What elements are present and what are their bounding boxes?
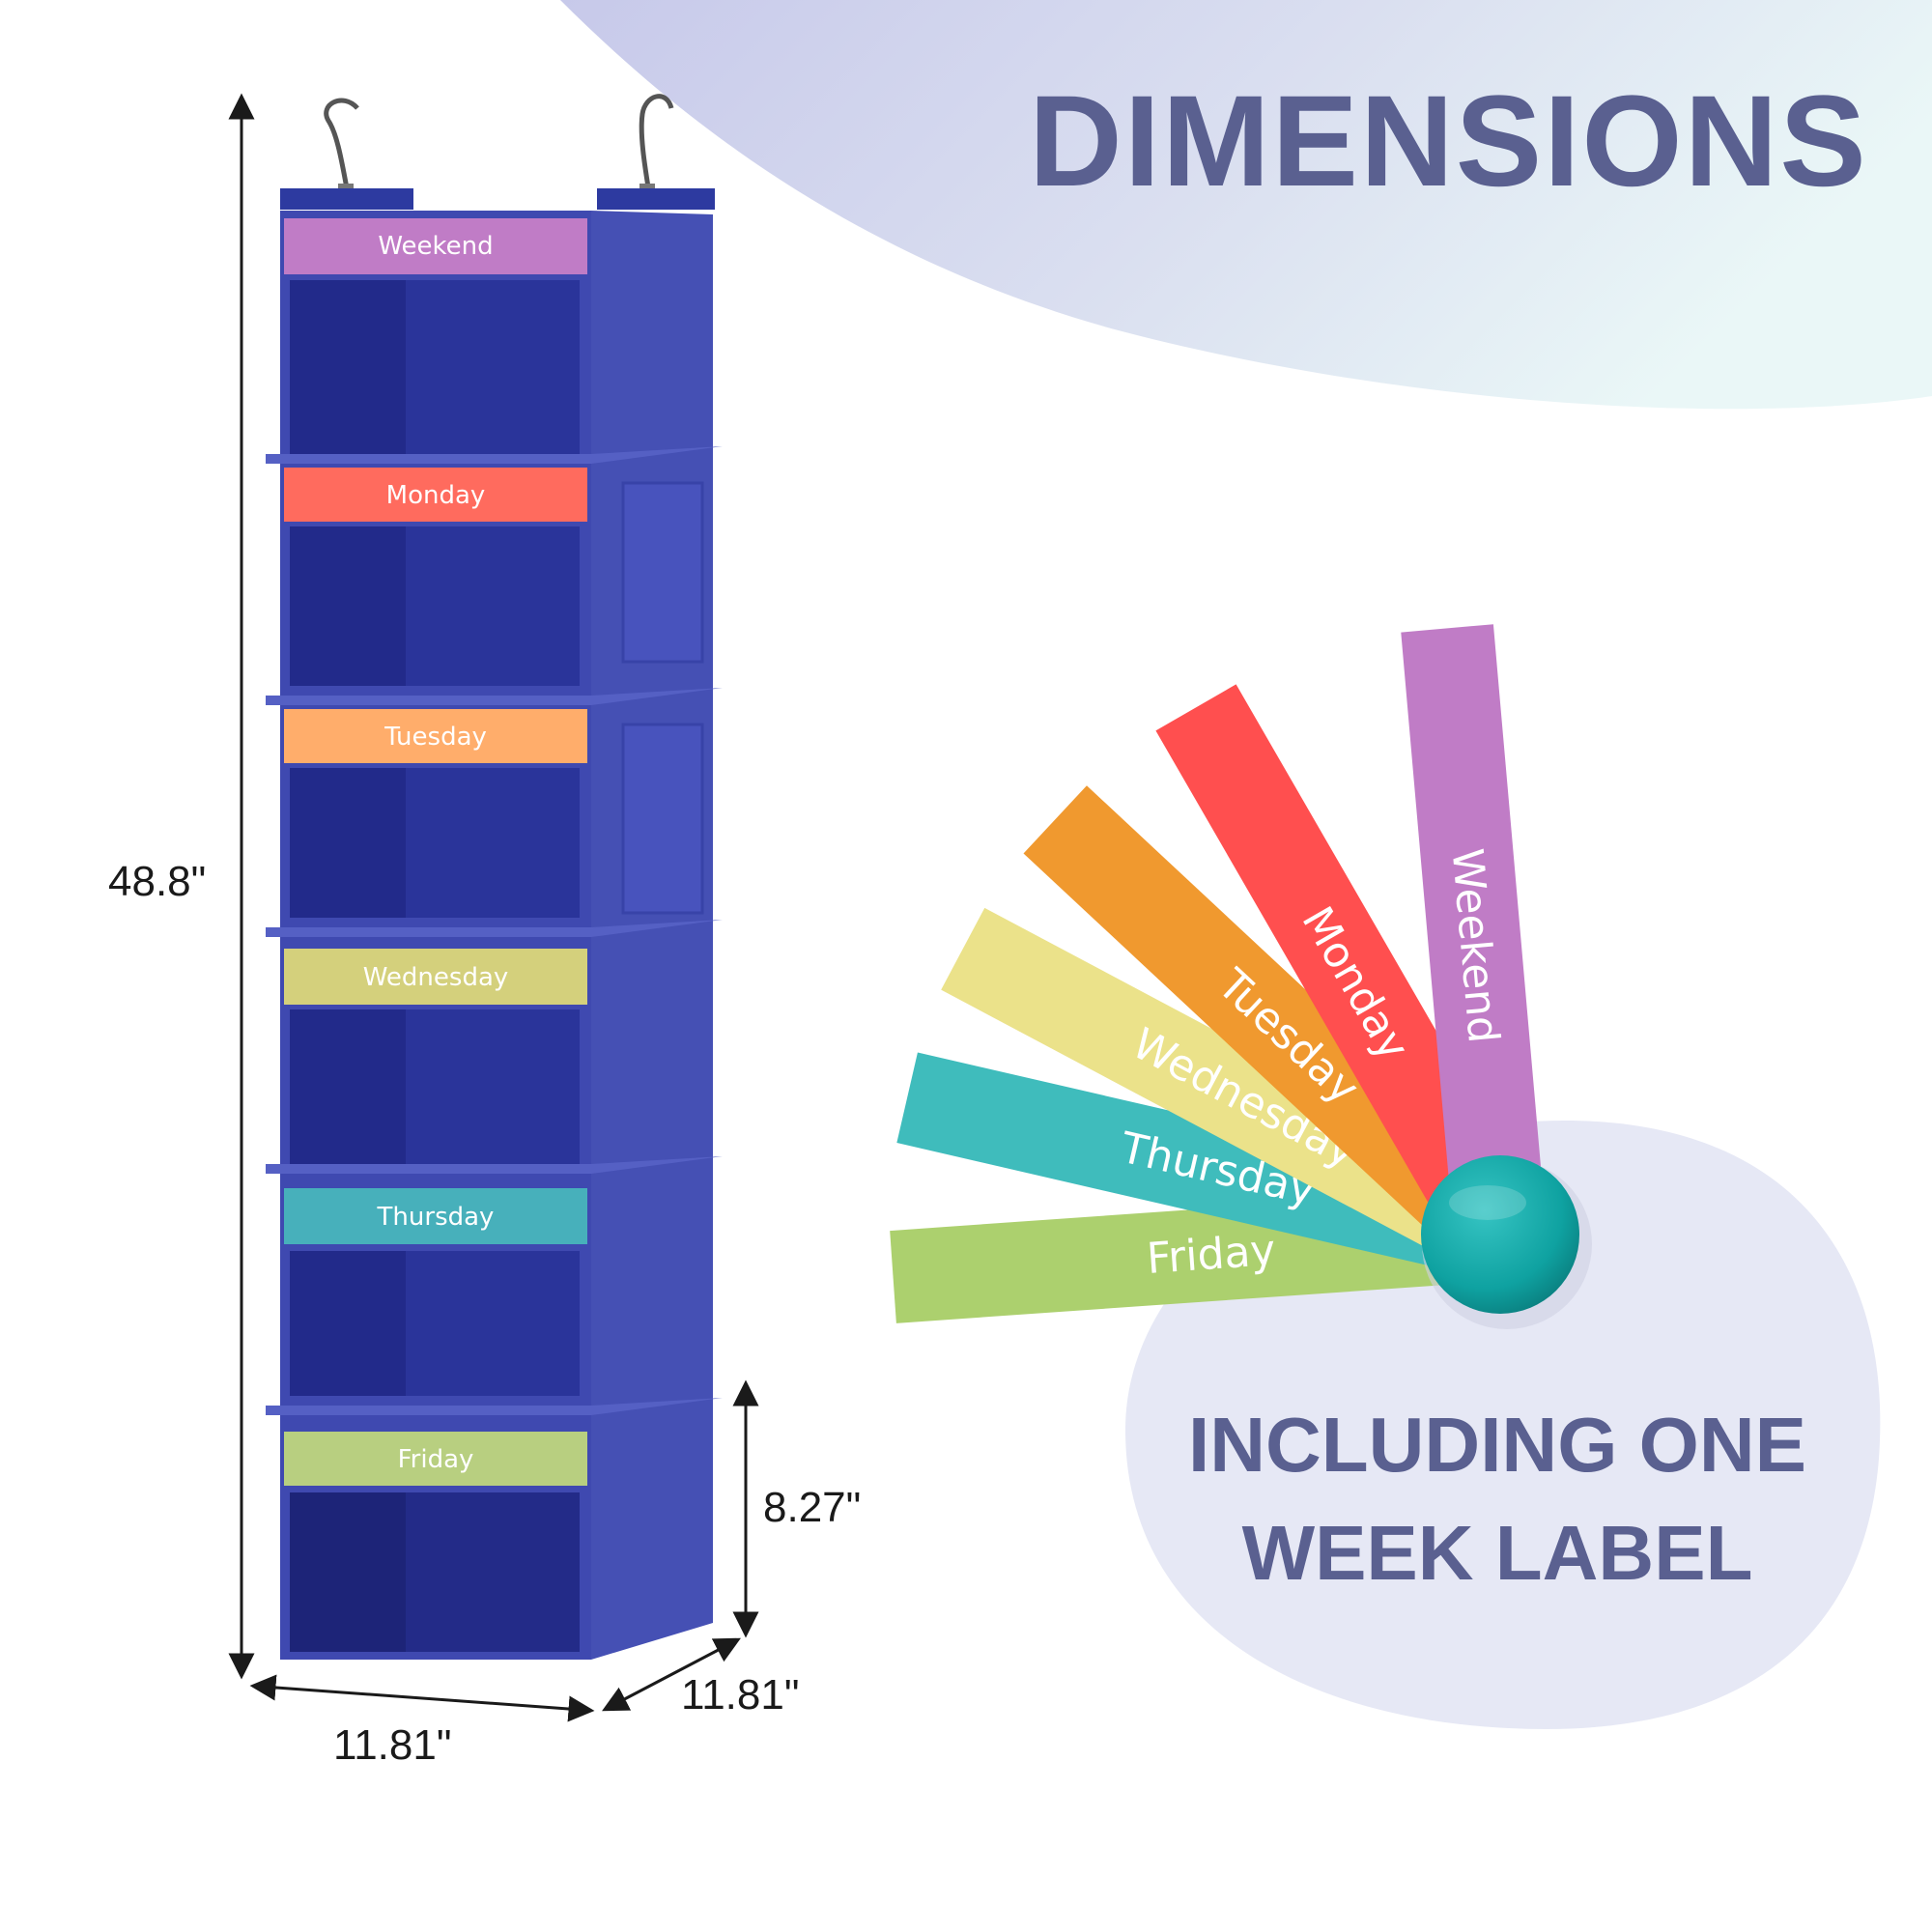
shelf-height-dimension-label: 8.27" bbox=[763, 1484, 862, 1531]
hanger-hook-icon bbox=[639, 94, 674, 194]
organizer-label-thursday bbox=[284, 1188, 587, 1244]
fan-strip-band bbox=[941, 907, 1522, 1276]
organizer-label-text: Monday bbox=[386, 481, 486, 510]
page-title: DIMENSIONS bbox=[1029, 70, 1868, 213]
hanger-hook-icon bbox=[324, 98, 359, 194]
organizer-label-weekend bbox=[284, 218, 587, 274]
organizer-label-tuesday bbox=[284, 709, 587, 763]
fan-strip-weekend: Weekend bbox=[1401, 624, 1547, 1239]
organizer-label-text: Friday bbox=[398, 1445, 474, 1474]
depth-dimension-label: 11.81" bbox=[681, 1671, 800, 1719]
height-dimension-label: 48.8" bbox=[108, 858, 207, 905]
width-arrow bbox=[249, 1674, 595, 1722]
fan-strip-band bbox=[896, 1052, 1511, 1280]
organizer-label-wednesday bbox=[284, 949, 587, 1005]
organizer-label-friday bbox=[284, 1432, 587, 1486]
organizer-label-monday bbox=[284, 468, 587, 522]
top-background-blob bbox=[560, 0, 1932, 410]
fan-strip-band bbox=[1401, 624, 1547, 1239]
pin-icon bbox=[1421, 1155, 1579, 1314]
hanging-organizer: Weekend Monday Tuesday Wednesday Thursda… bbox=[266, 94, 723, 1660]
organizer-label-text: Tuesday bbox=[384, 723, 487, 752]
organizer-label-text: Thursday bbox=[377, 1203, 495, 1232]
organizer-label-text: Weekend bbox=[378, 232, 493, 261]
width-dimension-label: 11.81" bbox=[333, 1721, 452, 1769]
caption-line: INCLUDING ONE bbox=[1188, 1402, 1806, 1488]
caption: INCLUDING ONE WEEK LABEL bbox=[1121, 1391, 1874, 1607]
fan-strip-label: Friday bbox=[1145, 1226, 1277, 1284]
depth-arrow bbox=[602, 1637, 741, 1712]
caption-line: WEEK LABEL bbox=[1241, 1510, 1753, 1596]
organizer-label-text: Wednesday bbox=[363, 963, 509, 992]
